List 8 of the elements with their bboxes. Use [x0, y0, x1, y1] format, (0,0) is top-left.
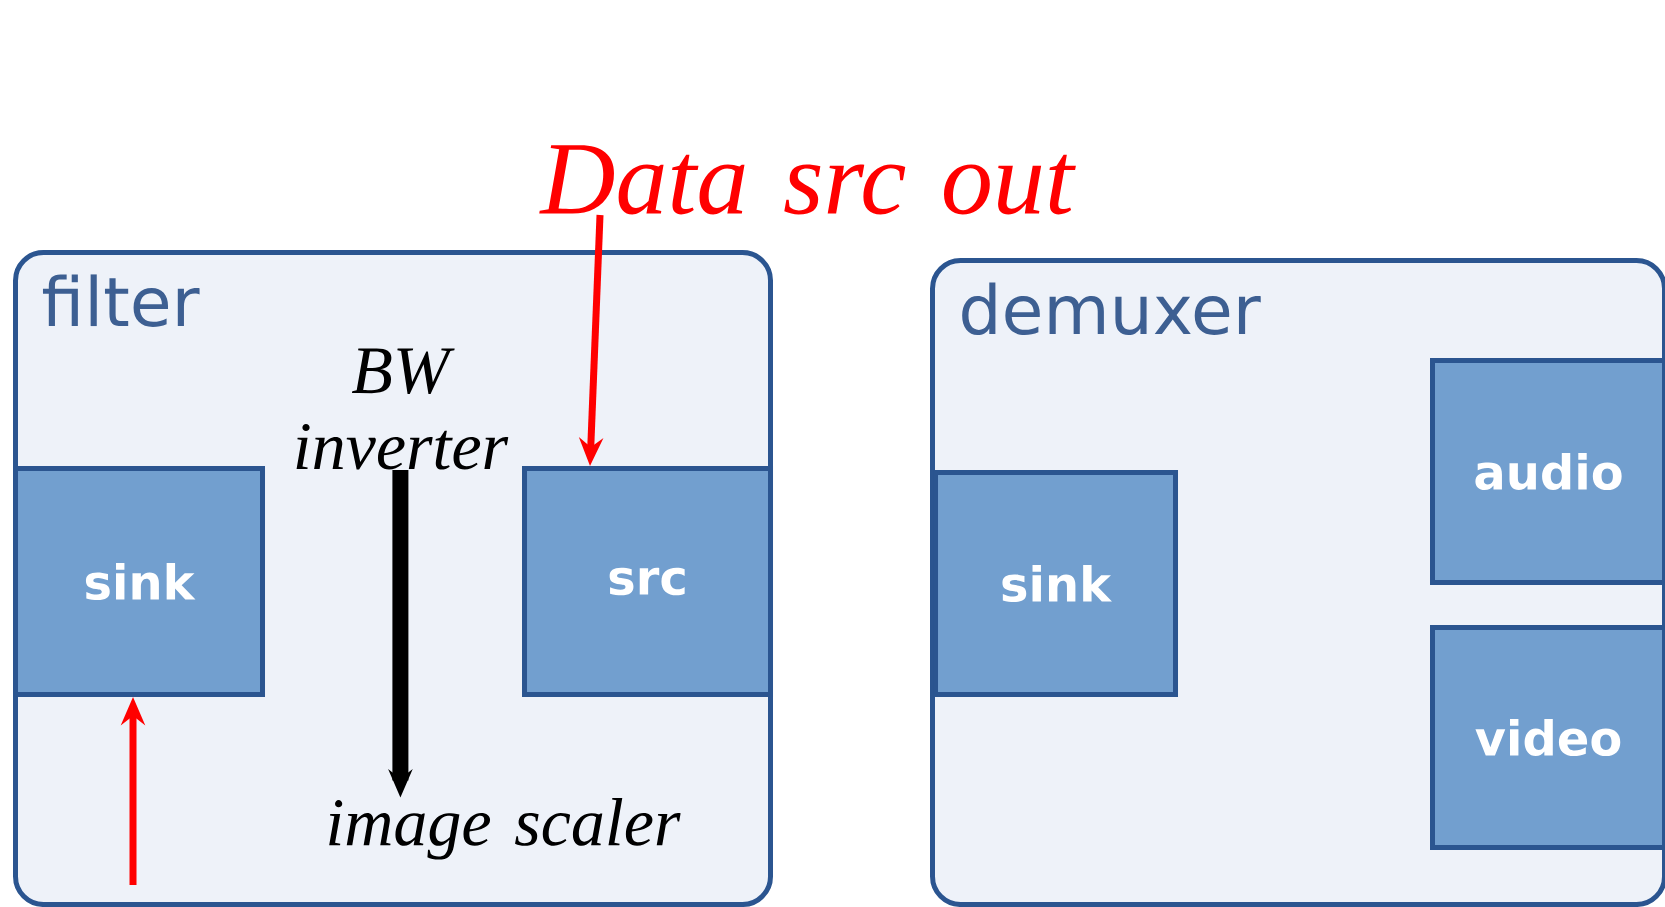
pad-box: sink [13, 466, 265, 697]
handwritten-note: image scaler [329, 797, 681, 860]
pad-box: video [1430, 625, 1665, 850]
handwritten-note: BW inverter [296, 348, 509, 470]
pad-box: src [522, 466, 773, 697]
pad-box: audio [1430, 358, 1665, 585]
pad-box: sink [933, 470, 1178, 697]
handwritten-note: Data src out [539, 145, 1076, 215]
